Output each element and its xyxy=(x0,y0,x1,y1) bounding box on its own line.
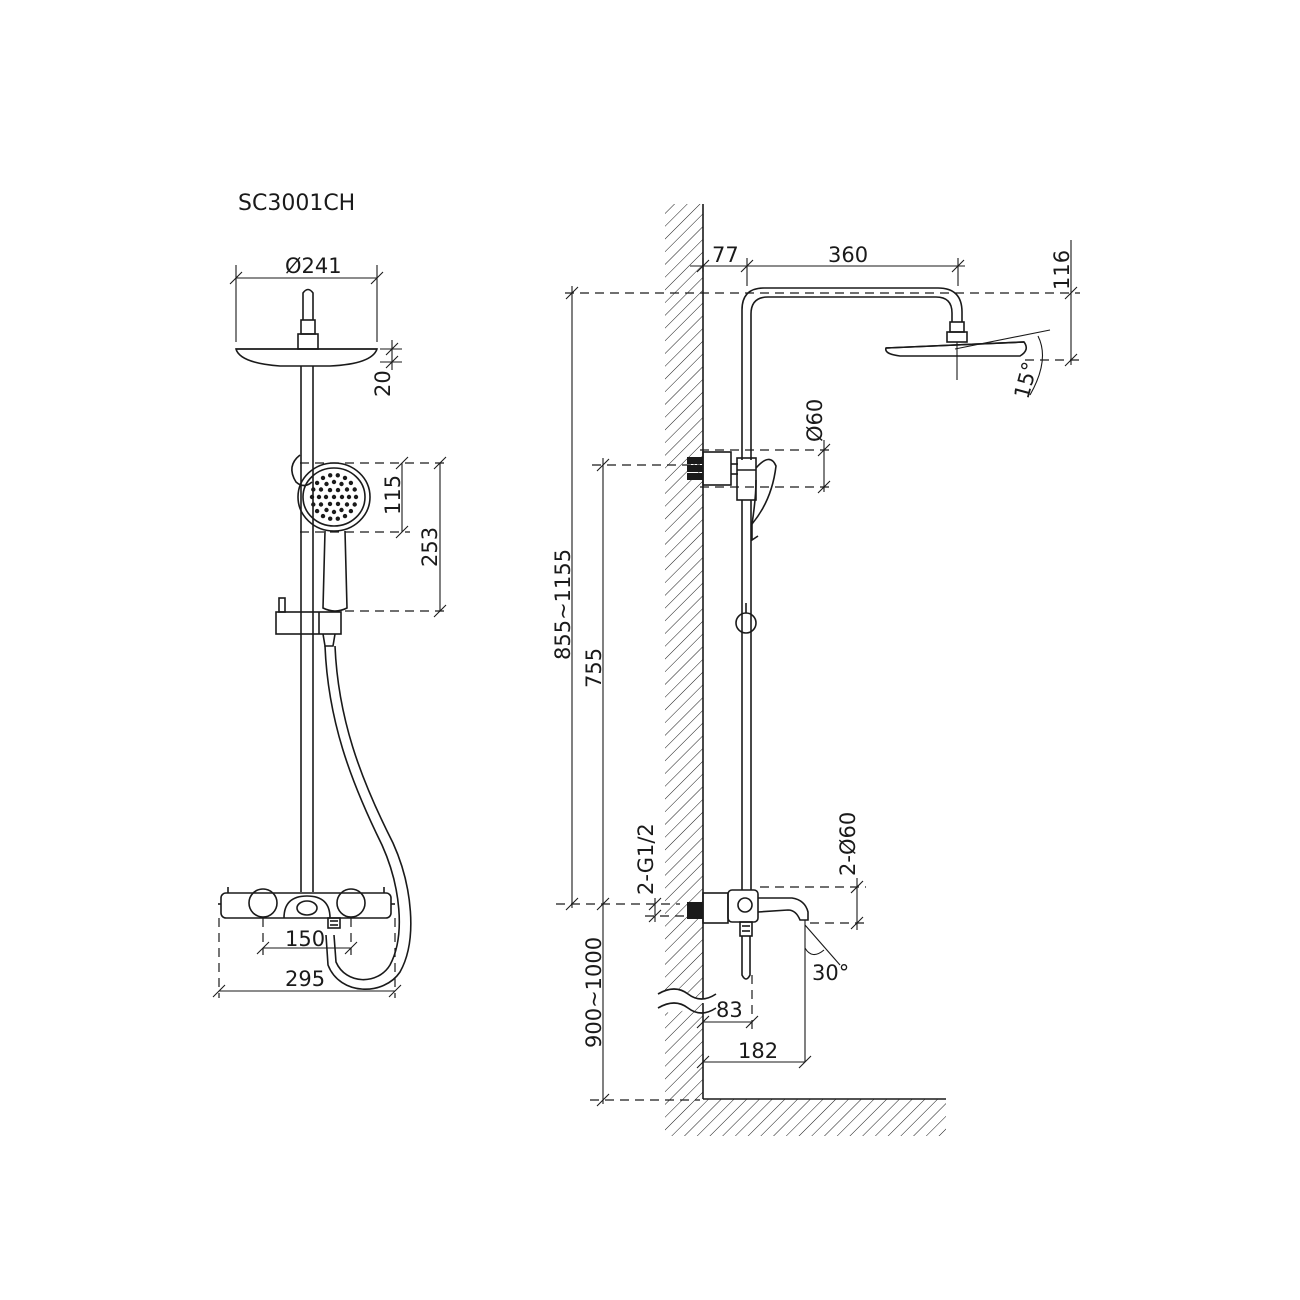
dim-head-thickness: 20 xyxy=(371,340,402,397)
side-slider xyxy=(735,603,757,634)
side-view: 77 360 116 15° xyxy=(551,204,1080,1136)
nozzle-dot xyxy=(331,479,337,485)
label-head-thickness: 20 xyxy=(371,370,395,397)
label-spout-angle: 30° xyxy=(812,961,849,985)
hand-shower xyxy=(297,462,371,612)
riser-pipe xyxy=(300,366,314,892)
nozzle-dot xyxy=(348,480,354,486)
wall-section xyxy=(657,204,946,1136)
nozzle-dot xyxy=(328,516,333,521)
dim-inlet: 2-G1/2 2-Ø60 xyxy=(634,812,866,930)
label-install-height: 900~1000 xyxy=(582,937,606,1048)
nozzle-dot xyxy=(320,513,326,519)
nozzle-dot xyxy=(353,494,359,500)
nozzle-dot xyxy=(342,513,348,519)
nozzle-dot xyxy=(311,487,316,492)
nozzle-dot xyxy=(339,507,344,513)
model-title: SC3001CH xyxy=(238,191,355,216)
nozzle-dot xyxy=(309,494,315,500)
label-inlet-spacing: 150 xyxy=(285,927,325,951)
label-slide-height: 755 xyxy=(582,648,606,688)
nozzle-dot xyxy=(311,502,316,507)
label-head-tilt: 15° xyxy=(1010,359,1043,401)
nozzle-dot xyxy=(318,487,324,492)
nozzle-dot xyxy=(327,487,333,493)
label-arm-reach: 360 xyxy=(828,243,868,267)
nozzle-dot xyxy=(339,494,345,500)
label-escutcheon-diameter: 2-Ø60 xyxy=(836,812,860,876)
dim-heights: 855~1155 755 900~1000 xyxy=(551,286,700,1107)
dim-head-diameter: Ø241 xyxy=(229,254,384,342)
wall-bracket: Ø60 xyxy=(687,399,832,542)
label-hand-shower-length: 253 xyxy=(418,527,442,567)
hand-shower-holder xyxy=(291,454,313,487)
label-inlet-thread: 2-G1/2 xyxy=(634,823,658,895)
label-head-diameter: Ø241 xyxy=(285,254,342,278)
label-bracket-diameter: Ø60 xyxy=(803,399,827,442)
nozzle-dot xyxy=(339,481,344,487)
nozzle-pattern xyxy=(309,473,359,521)
nozzle-dot xyxy=(331,494,337,500)
slide-bracket xyxy=(275,597,342,647)
nozzle-dot xyxy=(324,481,329,487)
label-body-projection: 83 xyxy=(716,998,743,1022)
label-head-drop: 116 xyxy=(1050,250,1074,290)
nozzle-dot xyxy=(314,480,320,486)
dim-projection: 83 182 xyxy=(696,975,812,1069)
nozzle-dot xyxy=(318,502,324,507)
label-wall-offset: 77 xyxy=(712,243,739,267)
nozzle-dot xyxy=(335,501,341,507)
nozzle-dot xyxy=(335,487,341,493)
dim-mixer: 150 295 xyxy=(212,918,402,998)
nozzle-dot xyxy=(352,502,357,507)
label-mixer-width: 295 xyxy=(285,967,325,991)
nozzle-dot xyxy=(342,475,348,481)
nozzle-dot xyxy=(344,502,350,507)
side-mixer xyxy=(687,889,809,980)
nozzle-dot xyxy=(335,473,340,478)
side-shower-head: 15° xyxy=(884,321,1051,401)
nozzle-dot xyxy=(314,508,320,514)
thermostatic-mixer xyxy=(218,887,395,929)
dim-arm: 77 360 116 xyxy=(565,240,1080,367)
nozzle-dot xyxy=(323,494,329,500)
label-spout-projection: 182 xyxy=(738,1039,778,1063)
nozzle-dot xyxy=(324,507,329,513)
nozzle-dot xyxy=(331,509,337,515)
side-riser xyxy=(741,287,963,890)
nozzle-dot xyxy=(346,494,352,500)
nozzle-dot xyxy=(316,494,322,500)
nozzle-dot xyxy=(327,501,333,507)
nozzle-dot xyxy=(335,516,340,521)
shower-hose xyxy=(324,645,412,990)
dim-spout-angle: 30° xyxy=(804,920,849,1062)
label-total-height: 855~1155 xyxy=(551,549,575,660)
nozzle-dot xyxy=(344,487,350,492)
front-view: Ø241 20 xyxy=(212,254,447,998)
nozzle-dot xyxy=(320,475,326,481)
nozzle-dot xyxy=(348,508,354,514)
dim-hand-shower: 115 253 xyxy=(300,456,447,618)
label-hand-shower-diameter: 115 xyxy=(381,475,405,515)
nozzle-dot xyxy=(352,487,357,492)
rain-shower-head xyxy=(234,288,379,367)
nozzle-dot xyxy=(328,473,333,478)
